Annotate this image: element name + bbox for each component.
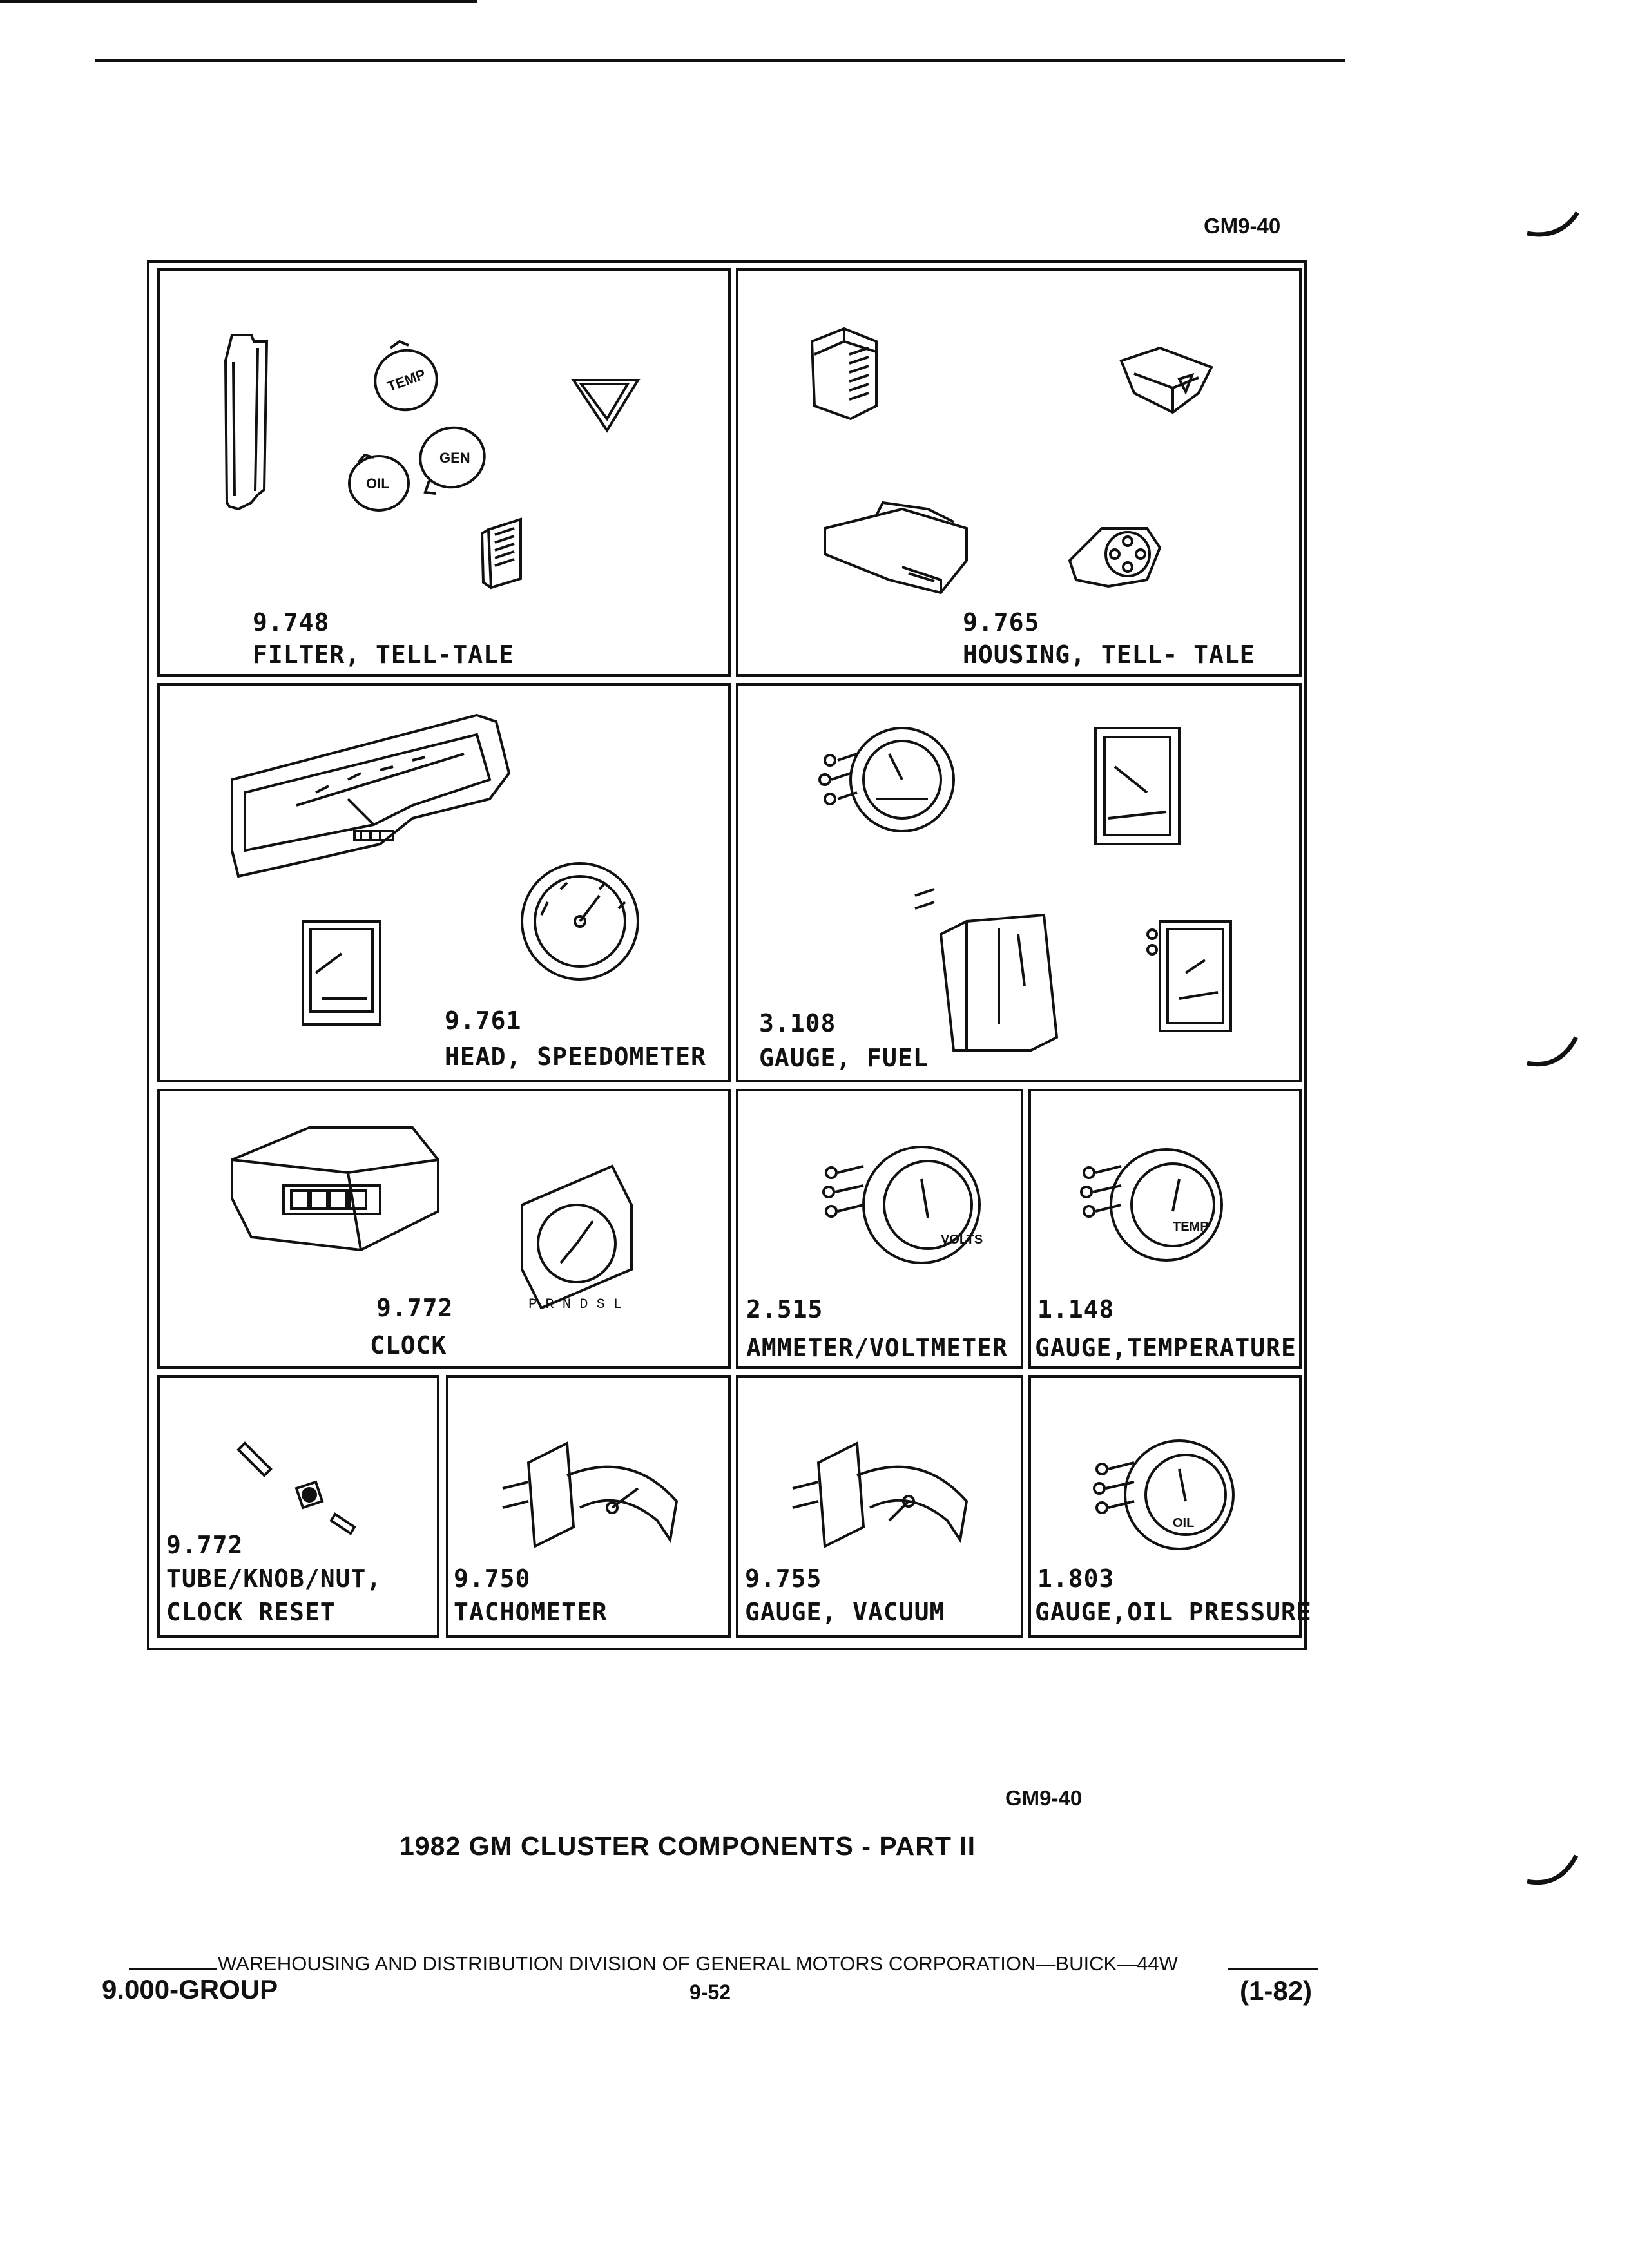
page-number: 9-52 bbox=[689, 1981, 731, 2004]
ammeter-illustration: VOLTS bbox=[799, 1121, 983, 1289]
part-number-label: 1.148 bbox=[1037, 1295, 1115, 1323]
division-line: WAREHOUSING AND DISTRIBUTION DIVISION OF… bbox=[218, 1952, 1178, 1975]
part-number-label: 3.108 bbox=[759, 1009, 836, 1037]
part-name-label: AMMETER/VOLTMETER bbox=[746, 1334, 1008, 1362]
part-name-label: GAUGE,OIL PRESSURE bbox=[1035, 1598, 1312, 1626]
cell-ammeter-voltmeter bbox=[736, 1089, 1023, 1369]
clock-reset-illustration bbox=[232, 1430, 400, 1546]
part-name-label: HEAD, SPEEDOMETER bbox=[445, 1043, 706, 1071]
oil-pressure-oil-text: OIL bbox=[1173, 1516, 1194, 1530]
part-number-label: 2.515 bbox=[746, 1295, 824, 1323]
part-number-label: 9.772 bbox=[166, 1531, 244, 1559]
part-number-label: 1.803 bbox=[1037, 1564, 1115, 1593]
cell-gauge-fuel bbox=[736, 683, 1302, 1082]
part-name-label: TUBE/KNOB/NUT, bbox=[166, 1564, 382, 1593]
cell-housing-tell-tale bbox=[736, 268, 1302, 677]
part-number-label: 9.755 bbox=[745, 1564, 822, 1593]
cell-filter-tell-tale bbox=[157, 268, 731, 677]
cell-tachometer bbox=[446, 1375, 731, 1638]
part-name-label: FILTER, TELL-TALE bbox=[253, 640, 514, 669]
housing-tell-tale-illustration bbox=[799, 316, 1263, 619]
part-name-label: HOUSING, TELL- TALE bbox=[963, 640, 1255, 669]
date-code: (1-82) bbox=[1240, 1975, 1313, 2006]
cell-clock bbox=[157, 1089, 731, 1369]
margin-bracket-middle bbox=[1527, 1036, 1579, 1067]
part-name-label: GAUGE, FUEL bbox=[759, 1044, 929, 1072]
cell-gauge-vacuum bbox=[736, 1375, 1023, 1638]
cell-head-speedometer bbox=[157, 683, 731, 1082]
clock-prndsl-text: P R N D S L bbox=[528, 1296, 622, 1312]
oil-pressure-gauge-illustration: OIL bbox=[1070, 1418, 1282, 1572]
part-number-label: 9.748 bbox=[253, 608, 330, 637]
footer-rule-right bbox=[1228, 1968, 1318, 1970]
part-number-label: 9.772 bbox=[376, 1294, 454, 1322]
vacuum-gauge-illustration bbox=[780, 1424, 999, 1572]
part-name-label: GAUGE, VACUUM bbox=[745, 1598, 945, 1626]
part-name-label: CLOCK RESET bbox=[166, 1598, 336, 1626]
cell-clock-reset bbox=[157, 1375, 439, 1638]
fuel-gauge-illustration bbox=[799, 702, 1263, 1063]
figure-ref-top: GM9-40 bbox=[1204, 214, 1281, 238]
filter-gen-text: GEN bbox=[439, 450, 470, 466]
filter-tell-tale-illustration: TEMP OIL GEN bbox=[213, 322, 677, 593]
components-grid bbox=[147, 260, 1307, 1650]
cell-gauge-oil-pressure bbox=[1028, 1375, 1302, 1638]
cell-gauge-temperature bbox=[1028, 1089, 1302, 1369]
part-name-label: CLOCK bbox=[370, 1331, 447, 1360]
header-rule bbox=[95, 59, 1345, 62]
figure-ref-bottom: GM9-40 bbox=[1005, 1786, 1083, 1810]
figure-caption: 1982 GM CLUSTER COMPONENTS - PART II bbox=[400, 1831, 976, 1861]
part-name-label: TACHOMETER bbox=[454, 1598, 608, 1626]
clock-illustration: P R N D S L bbox=[219, 1108, 715, 1312]
margin-bracket-top bbox=[1527, 211, 1579, 237]
part-name-label: GAUGE,TEMPERATURE bbox=[1035, 1334, 1296, 1362]
ammeter-volts-text: VOLTS bbox=[941, 1233, 983, 1247]
filter-oil-text: OIL bbox=[366, 476, 390, 492]
part-number-label: 9.761 bbox=[445, 1006, 522, 1035]
margin-bracket-bottom bbox=[1527, 1854, 1579, 1885]
tachometer-illustration bbox=[490, 1424, 709, 1572]
footer-rule-left bbox=[129, 1968, 217, 1970]
part-number-label: 9.750 bbox=[454, 1564, 531, 1593]
speedometer-illustration bbox=[219, 696, 722, 1057]
group-label: 9.000-GROUP bbox=[102, 1974, 278, 2004]
top-edge-rule bbox=[0, 0, 477, 3]
temperature-gauge-illustration: TEMP bbox=[1063, 1121, 1276, 1289]
part-number-label: 9.765 bbox=[963, 608, 1040, 637]
temperature-temp-text: TEMP bbox=[1173, 1220, 1209, 1234]
filter-temp-text: TEMP bbox=[385, 366, 428, 394]
